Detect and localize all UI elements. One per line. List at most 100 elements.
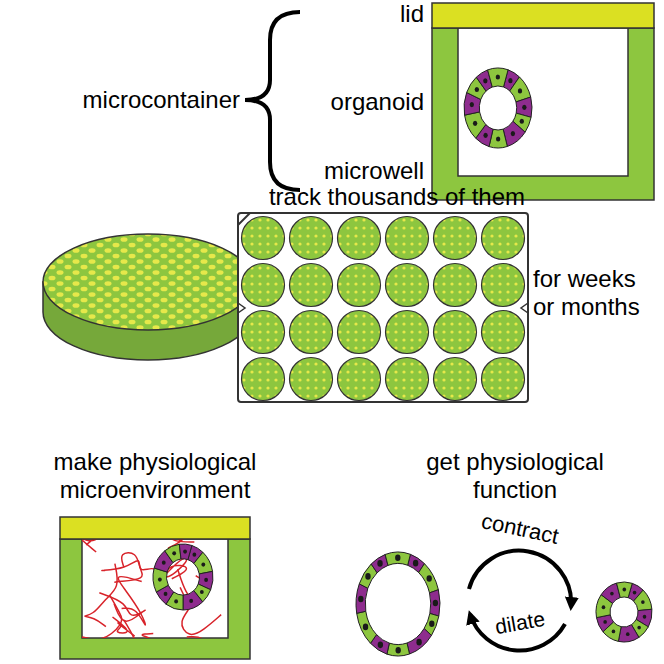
- cell-nucleus: [363, 624, 368, 631]
- organoid-cell: [194, 552, 213, 574]
- cell-nucleus: [162, 561, 166, 565]
- cell-nucleus: [429, 620, 434, 627]
- plate-well: [482, 264, 525, 307]
- hydrogel-fibre: [85, 564, 117, 627]
- organoid-cell: [419, 564, 439, 593]
- organoid-cell: [165, 544, 181, 562]
- cell-nucleus: [518, 88, 522, 93]
- organoid: [596, 582, 652, 642]
- well-plate: [238, 213, 528, 402]
- plate-well: [338, 311, 381, 354]
- organoid-cell: [356, 584, 368, 613]
- organoid-cell: [407, 629, 431, 654]
- organoid-cell: [465, 112, 486, 138]
- cell-nucleus: [483, 78, 487, 83]
- label-text: lid: [324, 0, 424, 28]
- organoid-cell: [617, 582, 633, 598]
- organoids: [153, 68, 652, 656]
- cell-nucleus: [158, 577, 162, 581]
- label-text: microcontainer: [30, 86, 240, 114]
- plate-well: [242, 217, 285, 260]
- cell-nucleus: [172, 551, 176, 555]
- cell-nucleus: [483, 133, 487, 138]
- cell-nucleus: [475, 87, 479, 92]
- cell-nucleus: [183, 549, 187, 553]
- cell-nucleus: [623, 588, 627, 592]
- plate-well: [290, 264, 333, 307]
- cell-nucleus: [174, 599, 178, 603]
- hydrogel-fibre: [99, 593, 145, 621]
- plate-well: [338, 358, 381, 401]
- cell-nucleus: [511, 131, 515, 136]
- microwell-wall: [60, 539, 250, 659]
- cell-nucleus: [192, 553, 196, 557]
- cell-nucleus: [520, 119, 524, 124]
- plate-notch: [238, 303, 245, 313]
- plate-well: [434, 358, 477, 401]
- organoid: [153, 544, 213, 610]
- disk-top: [43, 234, 253, 330]
- cell-nucleus: [395, 554, 400, 561]
- hydrogel-fibre: [82, 539, 102, 552]
- organoid-cell: [357, 611, 377, 643]
- hydrogel-fibre: [178, 569, 222, 634]
- organoid-cell: [385, 552, 410, 565]
- microwell-wall: [432, 28, 654, 200]
- cell-nucleus: [378, 641, 383, 648]
- cell-nucleus: [626, 632, 630, 636]
- plate-well: [338, 217, 381, 260]
- plate-well: [482, 358, 525, 401]
- microwell-cavity: [458, 28, 628, 176]
- cell-nucleus: [641, 600, 645, 604]
- plate-well: [242, 358, 285, 401]
- label-text: track thousands of them: [232, 183, 562, 211]
- label-text: make physiological microenvironment: [25, 448, 285, 503]
- cell-nucleus: [633, 591, 637, 595]
- plate-wells: [242, 217, 525, 401]
- cell-nucleus: [508, 78, 512, 83]
- cell-nucleus: [365, 573, 370, 580]
- plate-well: [290, 358, 333, 401]
- hydrogel-fibre: [111, 620, 138, 638]
- cell-nucleus: [612, 630, 616, 634]
- cell-nucleus: [470, 102, 474, 107]
- plate-well: [386, 358, 429, 401]
- plate-well: [482, 217, 525, 260]
- plate-well: [386, 264, 429, 307]
- organoid-cell: [387, 643, 410, 656]
- hydrogel-fibre: [135, 633, 153, 638]
- cell-nucleus: [602, 605, 606, 609]
- cell-nucleus: [496, 74, 500, 79]
- plate-notch: [521, 303, 528, 313]
- cell-nucleus: [396, 647, 401, 654]
- plate-well: [482, 311, 525, 354]
- organoid-cell: [488, 68, 508, 87]
- cell-nucleus: [358, 596, 363, 603]
- cell-nucleus: [204, 578, 208, 582]
- hydrogel-fibre: [187, 637, 228, 638]
- plate-well: [434, 217, 477, 260]
- cell-nucleus: [433, 600, 438, 607]
- organoid-cell: [634, 590, 652, 611]
- plate-well: [338, 264, 381, 307]
- microwell-cavity: [82, 539, 228, 638]
- plate-well: [434, 311, 477, 354]
- cell-nucleus: [377, 560, 382, 567]
- cell-nucleus: [189, 599, 193, 603]
- cell-nucleus: [603, 620, 607, 624]
- plate-well: [386, 217, 429, 260]
- cell-nucleus: [427, 575, 432, 582]
- organoid-cell: [430, 590, 440, 616]
- label-text: get physiological function: [395, 448, 635, 503]
- label-text: contract: [459, 504, 582, 554]
- lid-bar: [432, 3, 654, 28]
- curly-brace: [245, 12, 300, 190]
- cell-nucleus: [200, 590, 204, 594]
- cell-nucleus: [496, 136, 500, 141]
- cell-nucleus: [610, 592, 614, 596]
- plate-well: [290, 311, 333, 354]
- lid-bar: [60, 517, 250, 539]
- organoid: [356, 552, 440, 656]
- label-text: organoid: [284, 88, 424, 116]
